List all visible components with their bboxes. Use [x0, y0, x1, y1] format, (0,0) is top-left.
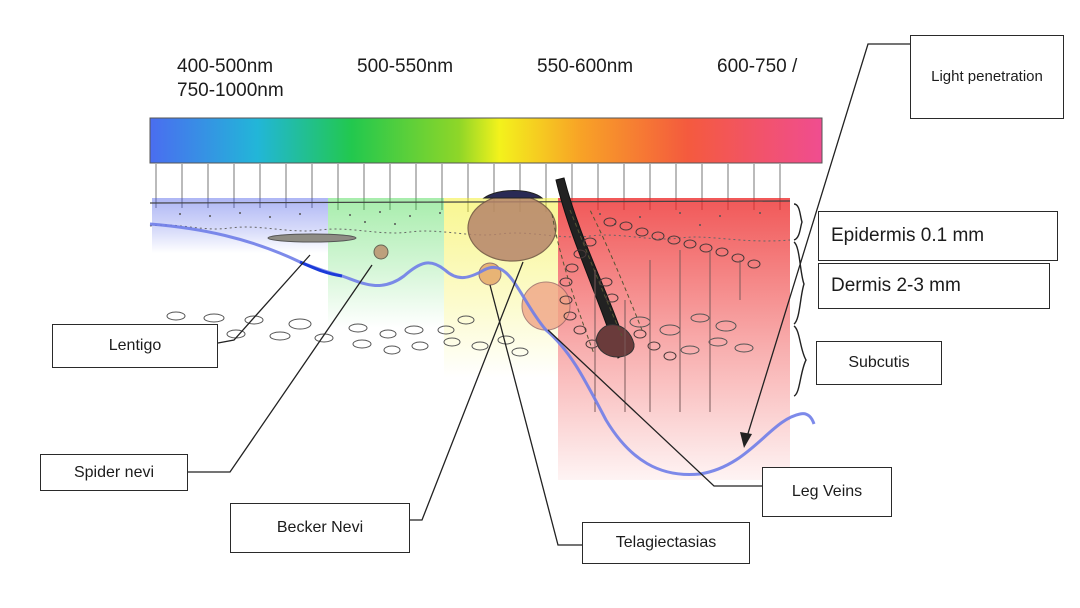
dermis-label: Dermis 2-3 mm: [818, 263, 1050, 309]
leg-veins-connector: [547, 329, 762, 487]
leg-veins-label: Leg Veins: [762, 467, 892, 517]
becker-nevi-label: Becker Nevi: [230, 503, 410, 553]
becker-nevi-connector: [410, 261, 524, 521]
light-penetration-label: Light penetration: [910, 35, 1064, 119]
wavelength-band-2: 500-550nm: [357, 56, 454, 77]
spider-nevi-connector: [188, 264, 373, 473]
blue-zone: [152, 198, 328, 253]
light-rays: [155, 164, 781, 212]
small-vessel: [373, 244, 389, 260]
wavelength-band-1-line-1: 400-500nm: [177, 56, 274, 77]
penetration-curve-dark: [299, 260, 343, 278]
deep-rays: [594, 250, 741, 412]
subcutis-label: Subcutis: [816, 341, 942, 385]
spectrum-bar: [149, 117, 823, 164]
telagiectasias-label: Telagiectasias: [582, 522, 750, 564]
light-penetration-connector: [745, 43, 910, 441]
wavelength-band-3: 550-600nm: [537, 56, 634, 77]
spider-nevi-label: Spider nevi: [40, 454, 188, 491]
lentigo-label: Lentigo: [52, 324, 218, 368]
telagiectasias-connector: [489, 284, 582, 546]
wavelength-band-1-line-2: 750-1000nm: [177, 80, 284, 101]
connector-lines: [188, 43, 910, 546]
light-penetration-arrowhead: [740, 432, 752, 448]
vessel-top: [482, 190, 544, 199]
lentigo-connector: [217, 254, 311, 344]
layer-bracket: [793, 203, 807, 397]
lentigo-pigment: [267, 233, 357, 243]
vascular-lesion: [467, 194, 557, 262]
gland-chain: [559, 217, 761, 361]
epidermis-cells: [179, 211, 761, 226]
wavelength-band-4: 600-750 /: [717, 56, 798, 77]
skin-surface: [149, 200, 791, 204]
epidermis-base: [149, 224, 791, 242]
epidermis-label: Epidermis 0.1 mm: [818, 211, 1058, 261]
